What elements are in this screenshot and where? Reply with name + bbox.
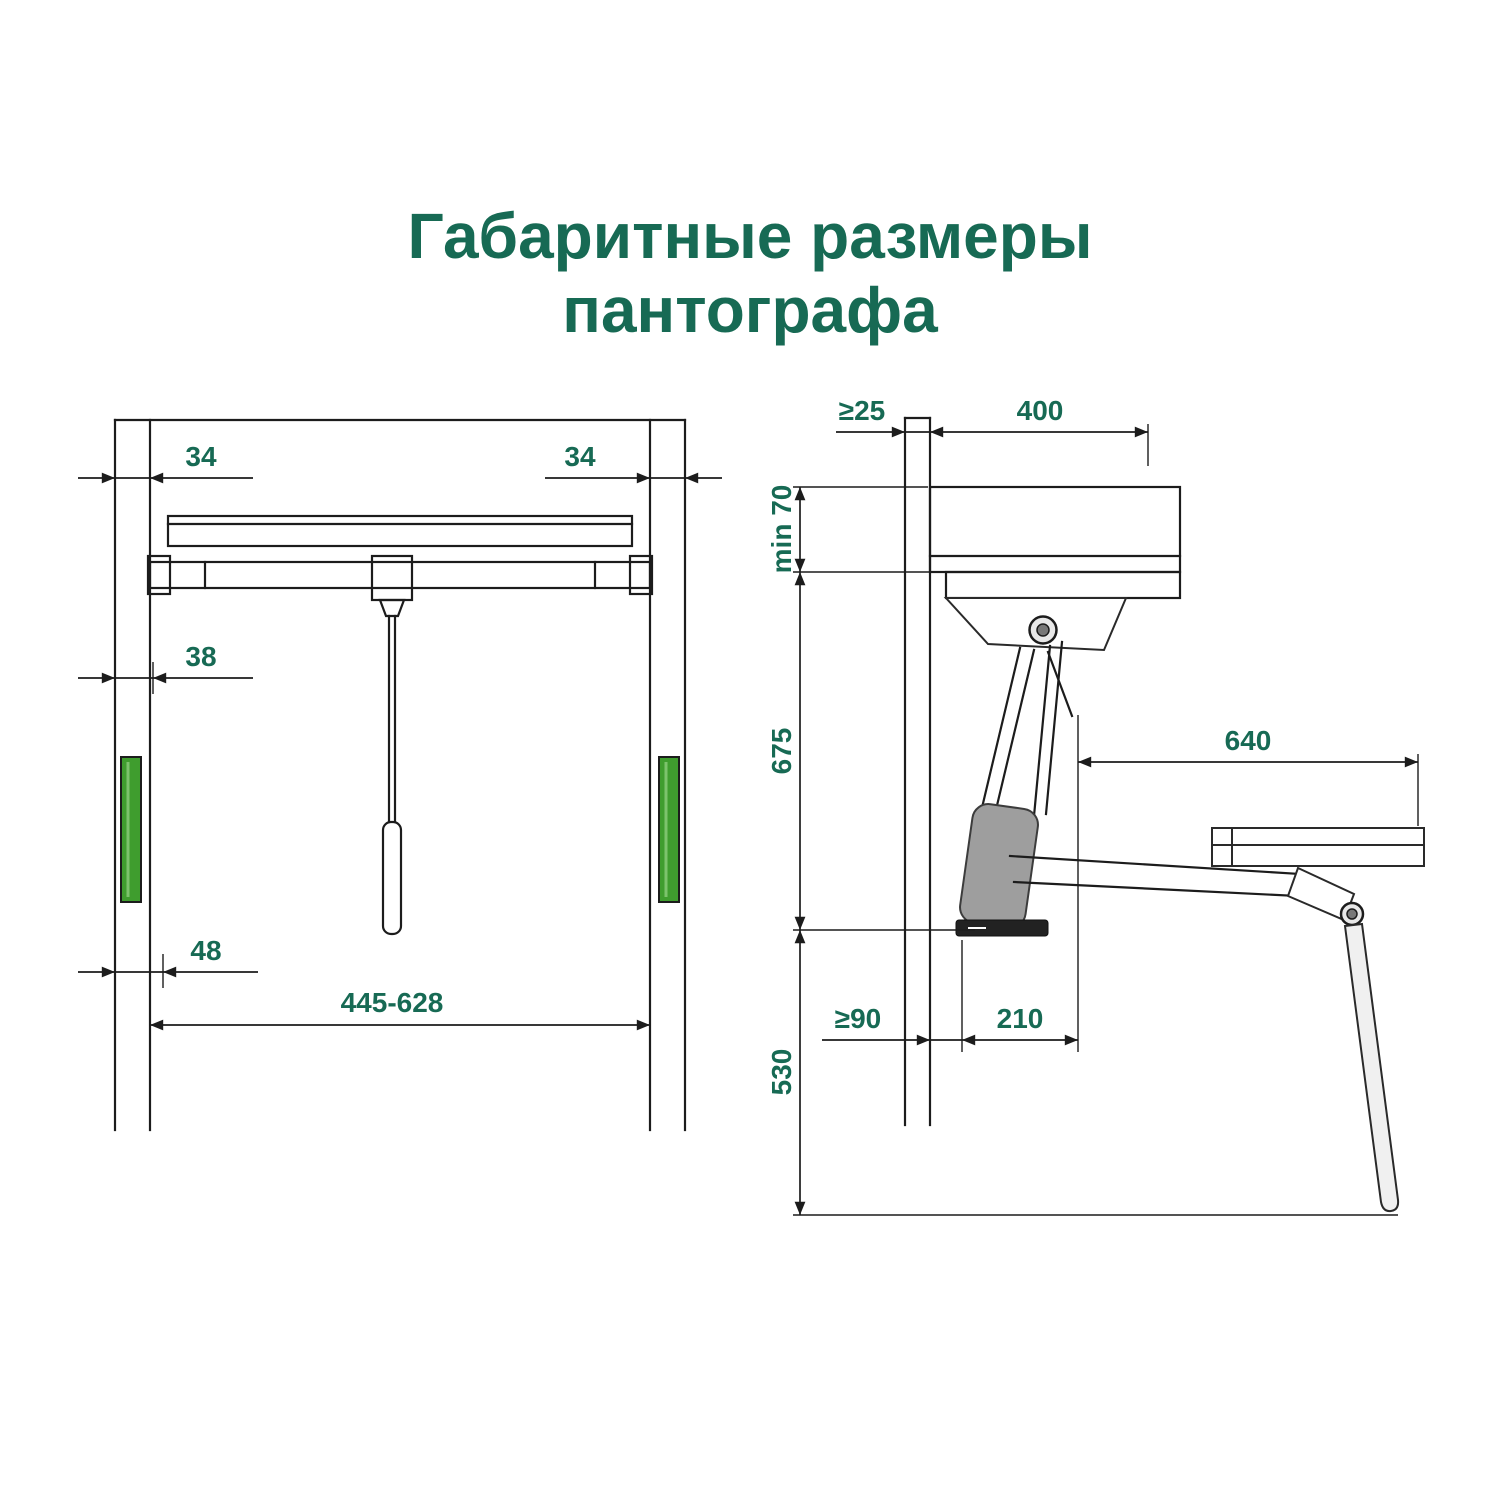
dim-38: 38 (78, 641, 253, 694)
cabinet-box-side (928, 485, 1182, 600)
mounting-profile (166, 514, 634, 548)
dim-min-front-label: min 70 (766, 485, 797, 574)
side-view: ≥25 400 min 70 675 530 (766, 395, 1425, 1216)
lift-slide-right (658, 756, 680, 903)
dim-lower-height: 530 (766, 930, 1398, 1216)
title-line-1: Габаритные размеры (408, 200, 1093, 272)
dim-34-left-label: 34 (185, 441, 217, 472)
dim-min-side: ≥25 (836, 395, 930, 438)
dim-min-side-label: ≥25 (839, 395, 886, 426)
dim-34-right: 34 (545, 441, 722, 484)
dim-top-depth-label: 400 (1017, 395, 1064, 426)
dim-upper-height: 675 (766, 572, 975, 931)
hanging-rod (381, 614, 403, 936)
dim-mech-depth-label: 210 (997, 1003, 1044, 1034)
dim-min-clearance: ≥90 (822, 1003, 962, 1046)
dim-min-clearance-label: ≥90 (835, 1003, 882, 1034)
dim-width-range: 445-628 (149, 987, 650, 1031)
dim-top-depth: 400 (930, 395, 1149, 466)
front-view: 34 34 38 48 445-628 (78, 418, 722, 1132)
lift-slide-left (120, 756, 142, 903)
dim-arm-length: 640 (1077, 715, 1419, 1052)
dim-arm-length-label: 640 (1225, 725, 1272, 756)
dim-mech-depth: 210 (961, 940, 1078, 1052)
cabinet-side-panel (903, 416, 932, 1127)
dim-34-right-label: 34 (564, 441, 596, 472)
pull-rod (1343, 922, 1400, 1213)
dim-lower-height-label: 530 (766, 1049, 797, 1096)
dim-width-range-label: 445-628 (341, 987, 444, 1018)
lift-arms (978, 640, 1074, 820)
dim-upper-height-label: 675 (766, 728, 797, 775)
page-title: Габаритные размеры пантографа (408, 200, 1093, 346)
extension-arm (1008, 854, 1365, 927)
cabinet-outline-front (113, 418, 687, 1132)
mechanism-bracket (943, 597, 1128, 652)
dim-34-left: 34 (78, 441, 253, 484)
title-line-2: пантографа (562, 274, 938, 346)
telescopic-tube (146, 554, 654, 618)
hanging-rail-side (1211, 827, 1425, 867)
dim-38-label: 38 (185, 641, 216, 672)
lift-mechanism-body (955, 803, 1049, 937)
dim-min-front: min 70 (766, 485, 942, 574)
dim-48: 48 (78, 935, 258, 988)
dim-48-label: 48 (190, 935, 221, 966)
